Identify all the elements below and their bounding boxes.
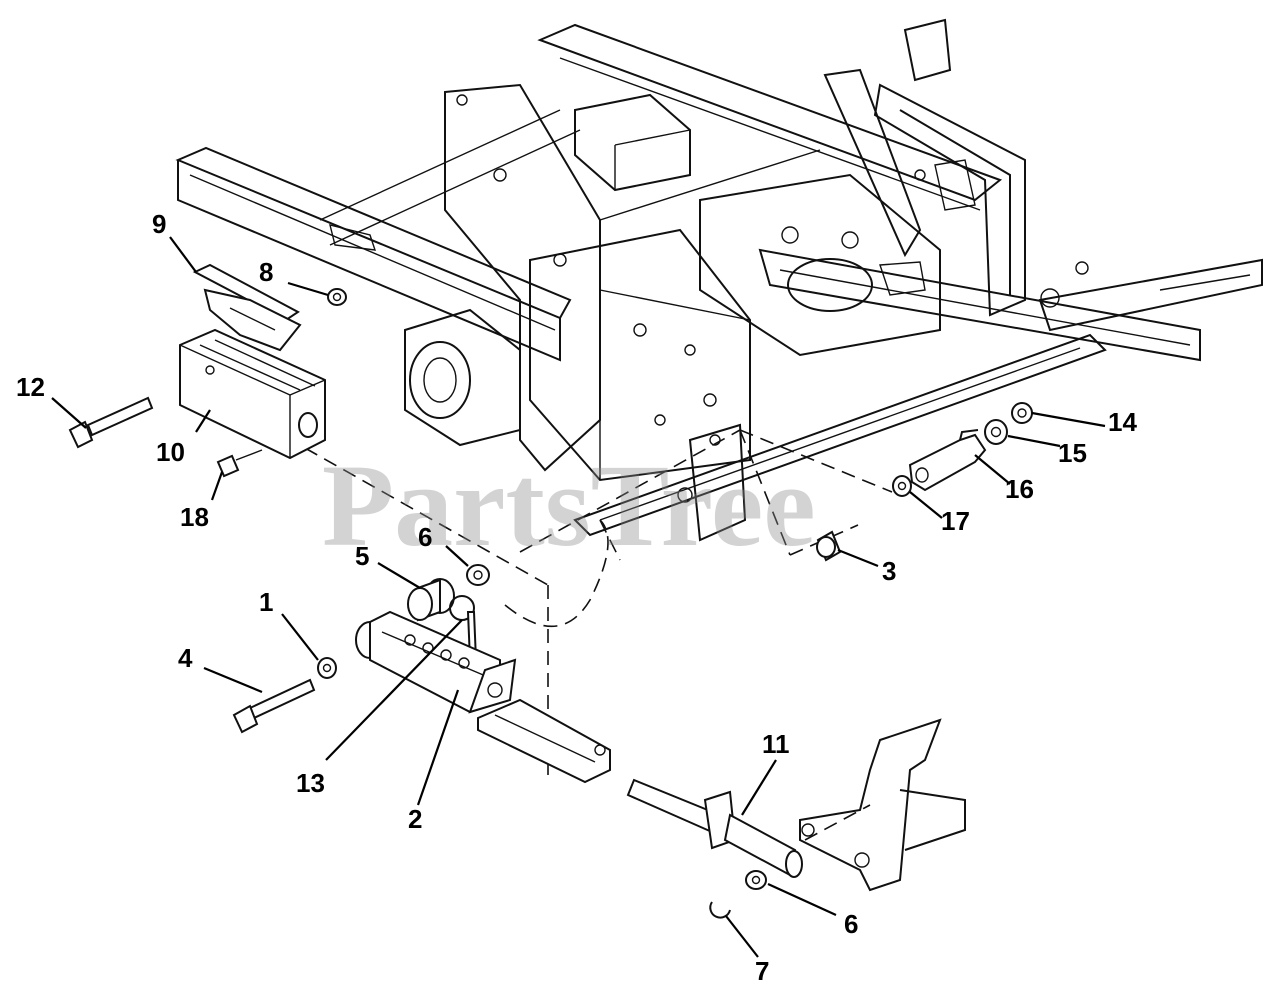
part-1-washer[interactable] — [317, 657, 337, 679]
leader-lines — [51, 236, 1106, 958]
callout-1: 1 — [259, 587, 273, 617]
callout-6-lower: 6 — [844, 909, 858, 939]
frame-assembly — [175, 18, 1263, 892]
callout-8: 8 — [259, 257, 273, 287]
callout-6-upper: 6 — [418, 522, 432, 552]
part-15-washer[interactable] — [984, 419, 1008, 445]
callout-9: 9 — [152, 209, 166, 239]
part-2-arm-bracket[interactable] — [355, 610, 611, 784]
callout-7: 7 — [755, 956, 769, 986]
part-7-clip[interactable] — [709, 901, 731, 919]
part-14-nut[interactable] — [1011, 402, 1033, 424]
part-8-nut[interactable] — [327, 288, 347, 306]
part-16-link[interactable] — [908, 429, 987, 492]
part-18-screw[interactable] — [216, 449, 263, 478]
part-11-axle-pin[interactable] — [626, 778, 803, 878]
callout-3: 3 — [882, 556, 896, 586]
watermark-text: PartsTree — [322, 440, 816, 571]
callout-12: 12 — [16, 372, 45, 402]
callout-5: 5 — [355, 541, 369, 571]
callout-16: 16 — [1005, 474, 1034, 504]
callout-10: 10 — [156, 437, 185, 467]
callout-4: 4 — [178, 643, 193, 673]
part-3-spacer[interactable] — [816, 530, 842, 562]
callout-11: 11 — [762, 729, 790, 759]
callout-17: 17 — [941, 506, 970, 536]
callout-2: 2 — [408, 804, 422, 834]
callout-18: 18 — [180, 502, 209, 532]
callout-14: 14 — [1108, 407, 1137, 437]
part-12-bolt[interactable] — [68, 396, 154, 449]
part-6-washer-lower[interactable] — [745, 870, 767, 890]
callout-13: 13 — [296, 768, 325, 798]
part-17-bushing[interactable] — [892, 475, 912, 497]
callout-15: 15 — [1058, 438, 1087, 468]
part-6-washer-upper[interactable] — [466, 564, 490, 586]
callout-labels: 9 8 12 10 18 5 6 1 4 13 2 11 6 7 3 17 16… — [16, 209, 1137, 986]
part-5-bushing[interactable] — [407, 578, 455, 622]
part-9-lever[interactable] — [192, 263, 302, 352]
part-10-block[interactable] — [179, 328, 326, 460]
part-4-bolt[interactable] — [232, 678, 316, 734]
